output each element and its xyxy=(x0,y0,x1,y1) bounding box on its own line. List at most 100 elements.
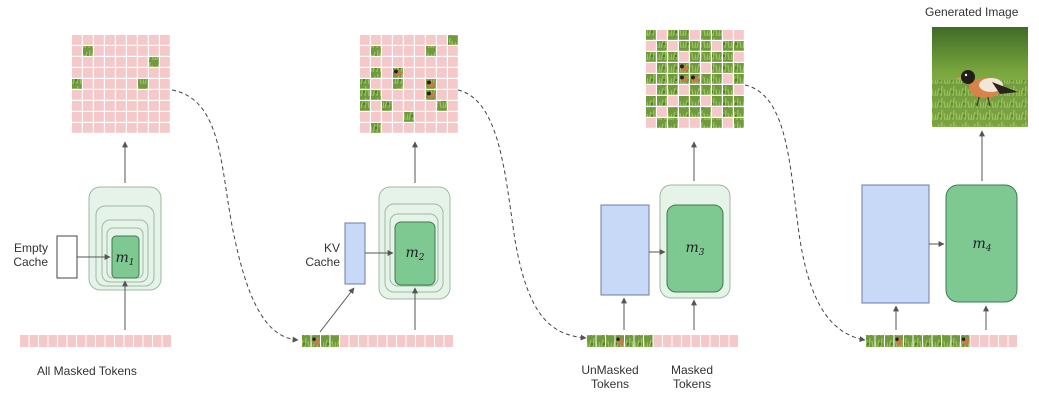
masked-token xyxy=(340,335,349,347)
masked-token xyxy=(1008,335,1017,347)
masked-token xyxy=(116,90,126,100)
masked-token xyxy=(94,112,104,122)
masked-token xyxy=(406,335,415,347)
unmasked-token xyxy=(657,41,667,51)
unmasked-token xyxy=(701,41,711,51)
masked-token xyxy=(425,335,434,347)
unmasked-token xyxy=(371,90,381,100)
model-block-m2 xyxy=(394,221,436,286)
unmasked-token xyxy=(668,85,678,95)
unmasked-token xyxy=(690,52,700,62)
masked-token xyxy=(127,57,137,67)
masked-token xyxy=(138,123,148,133)
masked-token xyxy=(393,35,403,45)
unmasked-token xyxy=(371,68,381,78)
unmasked-token xyxy=(679,30,689,40)
masked-token xyxy=(437,68,447,78)
masked-token xyxy=(426,112,436,122)
masked-token xyxy=(710,335,719,347)
unmasked-token xyxy=(437,101,447,111)
unmasked-token xyxy=(723,85,733,95)
unmasked-token xyxy=(734,41,744,51)
masked-token xyxy=(94,79,104,89)
masked-token xyxy=(382,46,392,56)
masked-token xyxy=(29,335,38,347)
unmasked-token xyxy=(885,335,894,347)
masked-token xyxy=(415,79,425,89)
masked-token xyxy=(94,46,104,56)
masked-token xyxy=(149,68,159,78)
masked-token xyxy=(378,335,387,347)
unmasked-token xyxy=(625,335,634,347)
masked-token xyxy=(105,35,115,45)
masked-token xyxy=(382,90,392,100)
masked-token xyxy=(83,57,93,67)
unmasked-token xyxy=(690,107,700,117)
unmasked-token xyxy=(448,35,458,45)
unmasked-token xyxy=(668,63,678,73)
masked-token xyxy=(404,68,414,78)
masked-token xyxy=(371,35,381,45)
masked-token xyxy=(404,90,414,100)
masked-token xyxy=(48,335,57,347)
masked-token xyxy=(426,35,436,45)
unmasked-token xyxy=(321,335,330,347)
masked-token xyxy=(404,35,414,45)
masked-token xyxy=(672,335,681,347)
masked-token xyxy=(404,101,414,111)
kv-cache-box xyxy=(600,204,650,296)
unmasked-token xyxy=(701,52,711,62)
unmasked-token xyxy=(875,335,884,347)
masked-token xyxy=(83,35,93,45)
svg-text:m1: m1 xyxy=(115,250,134,268)
unmasked-token xyxy=(712,74,722,84)
masked-token xyxy=(149,123,159,133)
masked-token xyxy=(162,335,171,347)
masked-token xyxy=(72,112,82,122)
masked-token xyxy=(393,101,403,111)
unmasked-token xyxy=(734,107,744,117)
masked-token xyxy=(138,35,148,45)
unmasked-token xyxy=(690,96,700,106)
masked-token xyxy=(149,101,159,111)
unmasked-token xyxy=(606,335,615,347)
masked-token xyxy=(382,68,392,78)
masked-token xyxy=(448,79,458,89)
unmasked-token xyxy=(371,46,381,56)
masked-token xyxy=(404,46,414,56)
masked-token xyxy=(72,46,82,56)
masked-token xyxy=(415,68,425,78)
masked-token xyxy=(20,335,29,347)
masked-token xyxy=(646,118,656,128)
masked-token xyxy=(149,90,159,100)
kv-cache-label: KV Cache xyxy=(305,241,340,269)
unmasked-token xyxy=(668,118,678,128)
model-subscript: 1 xyxy=(129,258,135,268)
masked-token xyxy=(160,68,170,78)
unmasked-token xyxy=(360,79,370,89)
masked-token xyxy=(691,335,700,347)
token-grid-step-3 xyxy=(646,30,744,128)
masked-token xyxy=(72,90,82,100)
token-row-step-2 xyxy=(302,335,453,347)
masked-token xyxy=(393,112,403,122)
masked-token xyxy=(734,52,744,62)
unmasked-token xyxy=(330,335,339,347)
unmasked-token xyxy=(951,335,960,347)
svg-text:m4: m4 xyxy=(972,236,991,254)
masked-token xyxy=(426,101,436,111)
unmasked-token xyxy=(712,96,722,106)
unmasked-token xyxy=(657,85,667,95)
model-label: m xyxy=(405,245,418,261)
model-label: m xyxy=(115,250,128,266)
masked-token xyxy=(127,46,137,56)
unmasked-token xyxy=(734,96,744,106)
masked-token xyxy=(105,335,114,347)
masked-token xyxy=(127,35,137,45)
stage-1: m1 xyxy=(20,141,171,347)
unmasked-token xyxy=(302,335,311,347)
masked-token xyxy=(86,335,95,347)
masked-token xyxy=(72,35,82,45)
masked-token xyxy=(437,46,447,56)
model-block-m4 xyxy=(945,184,1018,303)
